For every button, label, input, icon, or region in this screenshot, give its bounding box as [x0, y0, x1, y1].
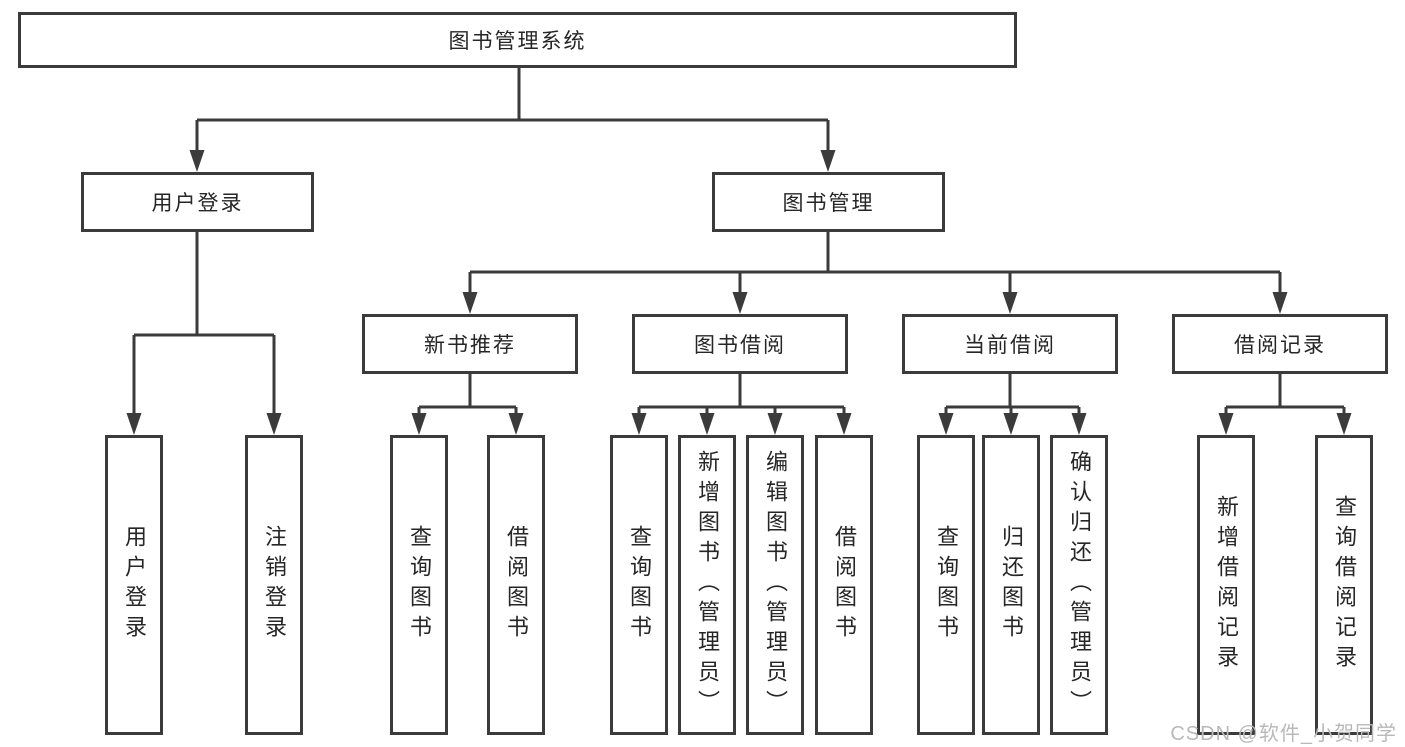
- node-leaf-borrowing-borrow-books: 借阅图书: [815, 435, 873, 735]
- node-label: 当前借阅: [964, 334, 1056, 357]
- node-label: 图书管理系统: [448, 30, 587, 53]
- node-label: 新增图书（管理员）: [695, 450, 720, 720]
- node-current-borrowing: 当前借阅: [902, 314, 1118, 374]
- node-label: 新增借阅记录: [1214, 495, 1239, 675]
- node-leaf-logout: 注销登录: [245, 435, 303, 735]
- node-label: 编辑图书（管理员）: [763, 450, 788, 720]
- node-label: 确认归还（管理员）: [1067, 450, 1092, 720]
- node-label: 查询图书: [407, 525, 432, 645]
- connector-arrowheads: [126, 150, 1352, 435]
- connector-stems: [132, 68, 1346, 415]
- node-label: 注销登录: [262, 525, 287, 645]
- node-leaf-recommend-borrow-books: 借阅图书: [487, 435, 545, 735]
- node-label: 借阅图书: [832, 525, 857, 645]
- node-leaf-current-return-books: 归还图书: [982, 435, 1040, 735]
- node-user-login: 用户登录: [81, 172, 314, 232]
- node-label: 查询图书: [934, 525, 959, 645]
- node-leaf-records-add-record: 新增借阅记录: [1197, 435, 1255, 735]
- node-label: 用户登录: [151, 192, 244, 215]
- node-label: 图书管理: [782, 192, 875, 215]
- node-book-management: 图书管理: [712, 172, 945, 232]
- node-label: 归还图书: [999, 525, 1024, 645]
- node-label: 查询借阅记录: [1332, 495, 1357, 675]
- node-leaf-borrowing-query-books: 查询图书: [610, 435, 668, 735]
- node-book-borrowing: 图书借阅: [632, 314, 848, 374]
- csdn-watermark: CSDN @软件_小贺同学: [1170, 723, 1397, 745]
- node-new-book-recommend: 新书推荐: [362, 314, 578, 374]
- node-leaf-current-confirm-return-admin: 确认归还（管理员）: [1050, 435, 1108, 735]
- node-borrowing-records: 借阅记录: [1172, 314, 1388, 374]
- node-label: 用户登录: [122, 525, 147, 645]
- node-root-library-management-system: 图书管理系统: [18, 12, 1017, 68]
- node-label: 图书借阅: [694, 334, 786, 357]
- node-label: 查询图书: [627, 525, 652, 645]
- node-leaf-recommend-query-books: 查询图书: [390, 435, 448, 735]
- node-label: 借阅图书: [504, 525, 529, 645]
- node-leaf-current-query-books: 查询图书: [917, 435, 975, 735]
- node-label: 借阅记录: [1234, 334, 1326, 357]
- node-leaf-user-login: 用户登录: [105, 435, 163, 735]
- node-leaf-borrowing-edit-books-admin: 编辑图书（管理员）: [746, 435, 804, 735]
- node-leaf-borrowing-add-books-admin: 新增图书（管理员）: [678, 435, 736, 735]
- node-label: 新书推荐: [424, 334, 516, 357]
- node-leaf-records-query-record: 查询借阅记录: [1315, 435, 1373, 735]
